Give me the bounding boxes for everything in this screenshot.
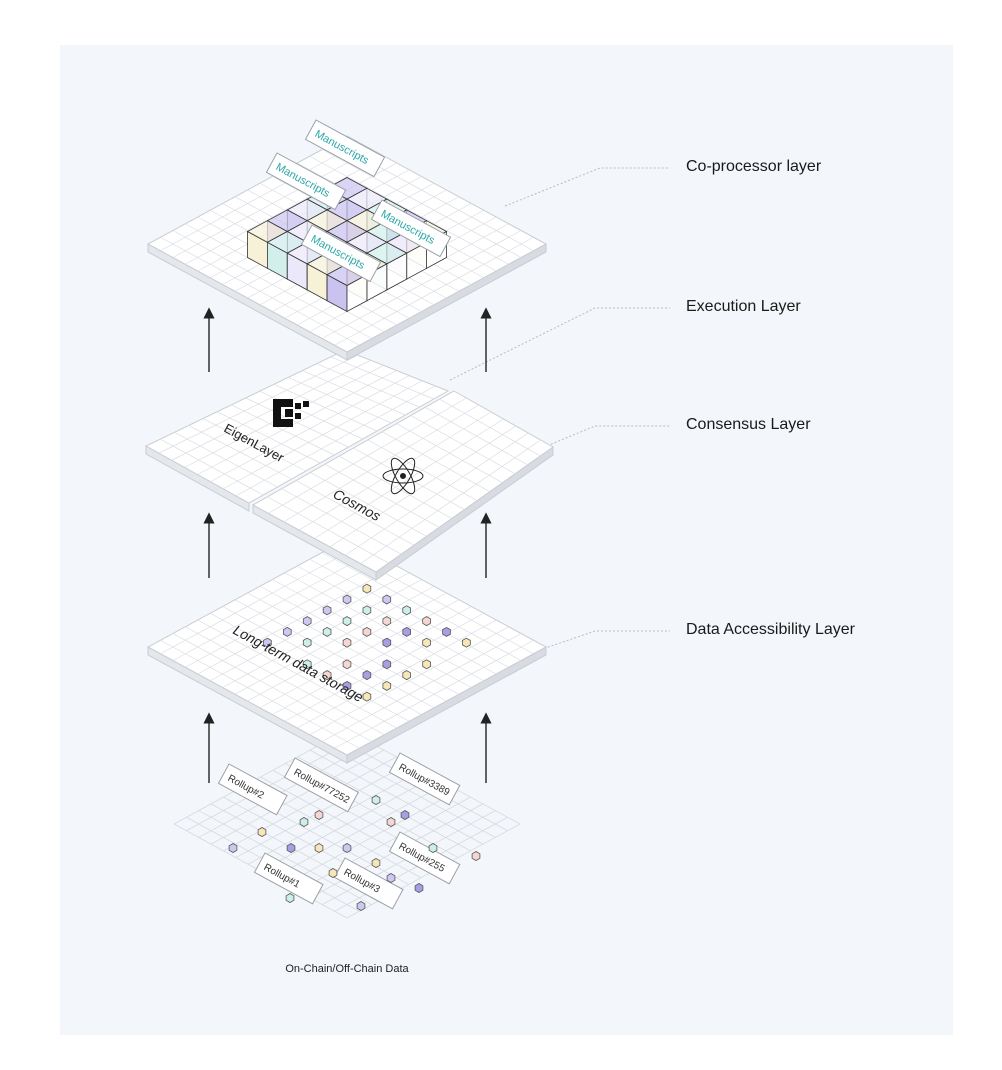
node-hexagon-icon [322,605,332,616]
node-hexagon-icon [342,616,352,627]
node-hexagon-icon [402,626,412,637]
node-hexagon-icon [382,637,392,648]
node-hexagon-icon [302,637,312,648]
node-hexagon-icon [302,616,312,627]
node-hexagon-icon [302,659,312,670]
node-hexagon-icon [342,637,352,648]
node-hexagon-icon [371,858,381,868]
node-hexagon-icon [299,817,309,827]
node-hexagon-icon [382,659,392,670]
rollup-tag: Rollup#3389 [388,752,461,806]
plane-grid [267,397,541,564]
node-hexagon-icon [342,659,352,670]
node-hexagon-icon [342,843,352,853]
node-hexagon-icon [282,626,292,637]
plane-grid [158,354,436,497]
node-hexagon-icon [402,670,412,681]
node-hexagon-icon [362,583,372,594]
node-hexagon-icon [442,626,451,637]
execution-plane: EigenLayer [144,349,450,512]
data-accessibility-layer-label: Data Accessibility Layer [686,621,855,638]
node-hexagon-icon [382,616,392,627]
leader-line-execution [449,307,670,381]
node-hexagon-icon [422,659,431,670]
node-hexagon-icon [371,795,381,805]
node-hexagon-icon [263,637,272,648]
node-hexagon-icon [342,680,352,691]
storage-nodes [263,583,471,702]
rollup-tag: Rollup#2 [217,763,288,816]
node-hexagon-icon [362,605,372,616]
node-hexagon-icon [322,670,332,681]
leader-line-coprocessor [504,167,670,207]
data-accessibility-plane: Long-term data storage [146,538,548,764]
consensus-layer-label: Consensus Layer [686,416,811,433]
node-hexagon-icon [362,626,372,637]
node-hexagon-icon [228,843,238,853]
consensus-plane: Cosmos [251,390,554,581]
node-hexagon-icon [314,810,324,820]
node-hexagon-icon [382,680,392,691]
node-hexagon-icon [386,817,396,827]
leader-line-data-accessibility [524,630,670,656]
node-hexagon-icon [386,873,396,883]
eigenlayer-logo-icon [273,399,309,427]
node-hexagon-icon [422,637,431,648]
node-hexagon-icon [471,851,481,861]
node-hexagon-icon [462,637,471,648]
atom-icon [382,457,424,495]
node-hexagon-icon [285,893,295,903]
node-hexagon-icon [428,843,438,853]
rollup-tags: Rollup#2 Rollup#77252 Rollup#3389 Rollup… [217,752,461,910]
node-hexagon-icon [314,843,324,853]
data-source-nodes [228,795,481,911]
node-hexagon-icon [257,827,267,837]
node-hexagon-icon [362,670,372,681]
node-hexagon-icon [382,594,392,605]
coprocessor-layer-label: Co-processor layer [686,158,822,175]
flow-arrows [203,307,492,783]
node-hexagon-icon [362,691,372,702]
node-hexagon-icon [414,883,424,893]
node-hexagon-icon [356,901,366,911]
node-hexagon-icon [322,626,332,637]
node-hexagon-icon [328,868,338,878]
node-hexagon-icon [402,605,412,616]
execution-layer-label: Execution Layer [686,298,801,315]
node-hexagon-icon [342,594,352,605]
node-hexagon-icon [286,843,296,853]
node-hexagon-icon [400,810,410,820]
node-hexagon-icon [422,616,431,627]
footer-caption: On-Chain/Off-Chain Data [285,963,409,975]
plane-grid [160,545,534,749]
